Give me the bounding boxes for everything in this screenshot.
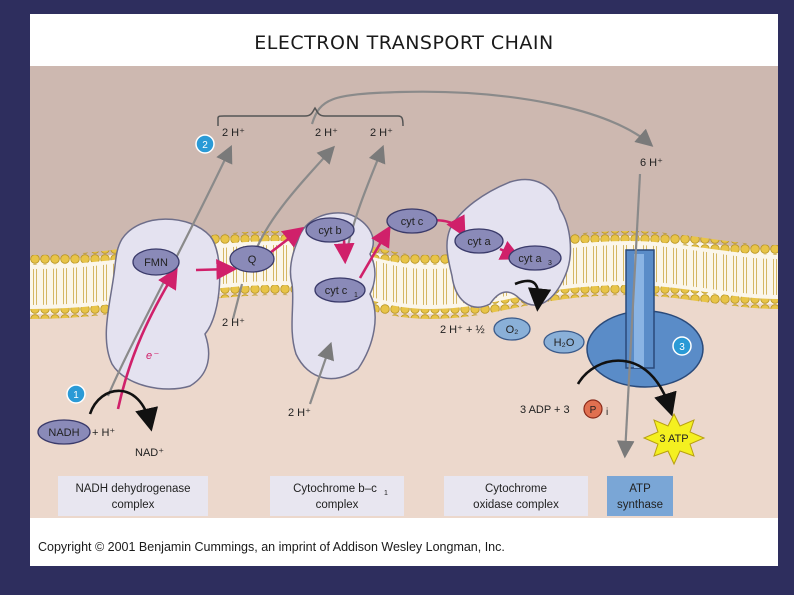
complex-label-2: Cytochrome b–c 1 complex <box>270 476 404 516</box>
phosphate-molecule: P <box>583 399 603 419</box>
copyright-notice: Copyright © 2001 Benjamin Cummings, an i… <box>38 540 505 554</box>
proton-label-bottom-2: 2 H⁺ <box>288 407 311 419</box>
svg-text:3: 3 <box>548 260 552 267</box>
svg-text:cyt c: cyt c <box>325 285 348 297</box>
svg-text:NADH: NADH <box>48 427 79 439</box>
nadh-molecule: NADH <box>37 419 91 445</box>
svg-text:FMN: FMN <box>144 257 168 269</box>
svg-text:1: 1 <box>384 490 388 497</box>
fmn-carrier: FMN <box>132 248 180 276</box>
cyt-c1-carrier: cyt c 1 <box>314 277 366 303</box>
svg-text:cyt c: cyt c <box>401 216 424 228</box>
svg-text:cyt a: cyt a <box>467 236 491 248</box>
complex-label-4: ATP synthase <box>607 476 673 516</box>
svg-text:Q: Q <box>248 254 257 266</box>
proton-label-right: 6 H⁺ <box>640 157 663 169</box>
svg-text:3: 3 <box>679 342 685 353</box>
adp-label: 3 ADP + 3 <box>520 404 570 416</box>
proton-label-bottom-1: 2 H⁺ <box>222 317 245 329</box>
nad-label: NAD⁺ <box>135 447 164 459</box>
svg-text:NADH dehydrogenase: NADH dehydrogenase <box>75 483 190 495</box>
svg-text:oxidase complex: oxidase complex <box>473 499 559 511</box>
electron-label: e⁻ <box>146 350 159 362</box>
etc-diagram: FMN Q cyt b cyt c 1 cyt c cyt a cyt a 3 <box>30 66 778 518</box>
svg-text:cyt a: cyt a <box>518 253 542 265</box>
svg-text:synthase: synthase <box>617 499 663 511</box>
svg-text:complex: complex <box>316 499 359 511</box>
o2-molecule: O₂ <box>493 317 531 341</box>
proton-label-top-3: 2 H⁺ <box>370 127 393 139</box>
q-carrier: Q <box>229 245 275 273</box>
proton-label-top-2: 2 H⁺ <box>315 127 338 139</box>
svg-text:2: 2 <box>202 140 208 151</box>
svg-text:cyt b: cyt b <box>318 225 341 237</box>
atp-product: 3 ATP <box>642 412 706 466</box>
svg-text:1: 1 <box>354 292 358 299</box>
complex-label-1: NADH dehydrogenase complex <box>58 476 208 516</box>
svg-text:3 ATP: 3 ATP <box>659 433 688 445</box>
svg-text:ATP: ATP <box>629 483 651 495</box>
step-badge-2: 2 <box>195 134 215 154</box>
atp-synthase <box>586 249 704 388</box>
svg-text:1: 1 <box>73 390 79 401</box>
phosphate-i-label: i <box>606 407 608 418</box>
svg-text:O₂: O₂ <box>506 324 519 336</box>
step-badge-3: 3 <box>672 336 692 356</box>
svg-text:Cytochrome b–c: Cytochrome b–c <box>293 483 377 495</box>
step-badge-1: 1 <box>66 384 86 404</box>
svg-text:P: P <box>590 405 597 416</box>
proton-label-top-1: 2 H⁺ <box>222 127 245 139</box>
proton-bracket <box>217 106 404 127</box>
svg-text:Cytochrome: Cytochrome <box>485 483 547 495</box>
oxygen-lhs-label: 2 H⁺ + ½ <box>440 324 485 336</box>
h2o-molecule: H₂O <box>543 330 585 354</box>
reaction-arrows <box>88 279 677 432</box>
cyt-a-carrier: cyt a <box>454 228 504 254</box>
svg-text:H₂O: H₂O <box>554 337 575 349</box>
diagram-title: ELECTRON TRANSPORT CHAIN <box>254 32 554 54</box>
cyt-a3-carrier: cyt a 3 <box>508 245 562 271</box>
cyt-b-carrier: cyt b <box>305 217 355 243</box>
slide: ELECTRON TRANSPORT CHAIN <box>30 14 778 566</box>
plus-h-label: + H⁺ <box>92 427 115 439</box>
cyt-c-carrier: cyt c <box>386 208 438 234</box>
svg-text:complex: complex <box>112 499 155 511</box>
complex-label-3: Cytochrome oxidase complex <box>444 476 588 516</box>
